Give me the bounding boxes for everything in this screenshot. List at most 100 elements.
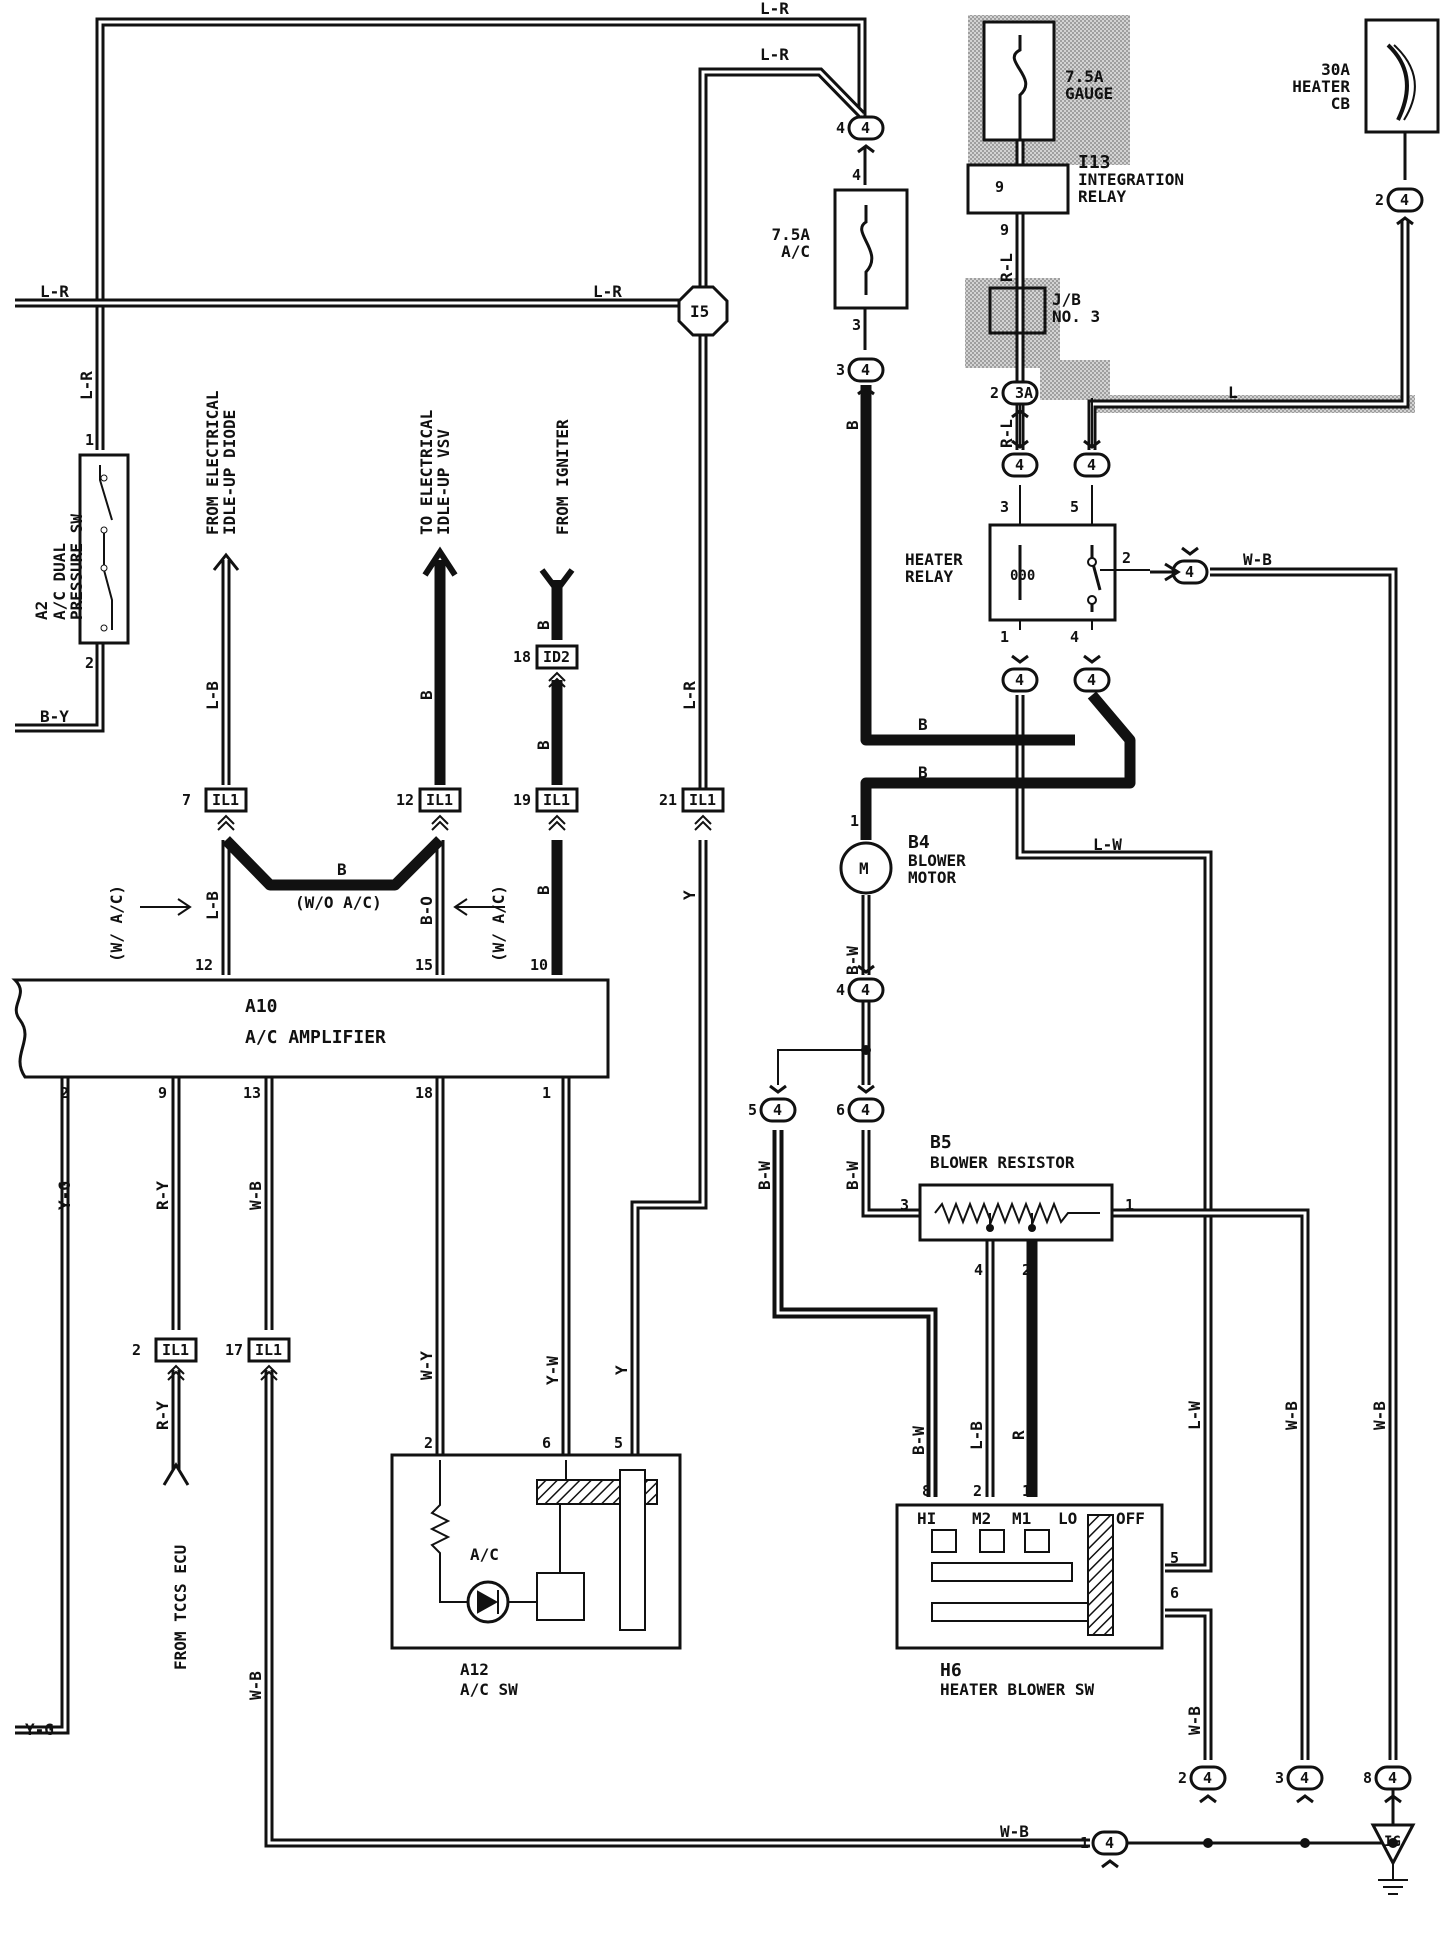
wire-bw-hi: [772, 1130, 938, 1497]
wire-code-b-wo: B: [337, 860, 347, 879]
pin-ac-fuse-3: 3: [852, 316, 861, 334]
diode-label: A/C: [470, 1545, 499, 1564]
wire-code-wb-relay-v: W-B: [1370, 1401, 1389, 1430]
wire-code-bw-5: B-W: [755, 1161, 774, 1190]
pin-hr-5: 5: [1070, 498, 1079, 516]
conn-4-gnd-8-label: 4: [1388, 1769, 1397, 1787]
pin-amp-18: 18: [415, 1084, 433, 1102]
conn-il1-21-chevron-icon: [694, 814, 712, 831]
signal-arrows: [140, 546, 1181, 1486]
conn-il1-12-pin: 12: [396, 791, 414, 809]
blower-resistor-id: B5: [930, 1132, 952, 1153]
conn-4-relay-4: 4: [1073, 654, 1111, 693]
wire-code-lr-h: L-R: [40, 282, 69, 301]
conn-il1-12-chevron-icon: [431, 814, 449, 831]
pin-a12-6: 6: [542, 1434, 551, 1452]
wire-code-lb-sw: L-B: [967, 1421, 986, 1450]
conn-4-bw-6-chevron-icon: [857, 1084, 875, 1094]
dual-pressure-switch-label: A/C DUALPRESSURE SW: [50, 514, 86, 620]
conn-4-gnd-8-chevron-icon: [1384, 1794, 1402, 1804]
conn-4-gnd-1: 41: [1080, 1830, 1129, 1869]
wire-code-lb: L-B: [203, 681, 222, 710]
conn-3a-chevron-icon: [1011, 409, 1029, 419]
wire-code-b-ig3: B: [534, 885, 553, 895]
pin-amp-1: 1: [542, 1084, 551, 1102]
wire-bw-resistor: [861, 1130, 920, 1218]
wire-code-b-h2: B: [918, 763, 928, 782]
conn-id2-chevron-icon: [548, 671, 566, 688]
wire-y: [630, 840, 708, 1455]
conn-4-heater-cb-chevron-icon: [1396, 216, 1414, 226]
wire-code-b-ig: B: [534, 620, 553, 630]
blower-motor-id: B4: [908, 832, 930, 853]
conn-4-bw-5-chevron-icon: [769, 1084, 787, 1094]
wire-wb-resistor: [1112, 1208, 1310, 1760]
conn-4-bw-6: 46: [836, 1084, 885, 1123]
conn-4-relay-2-chevron-icon: [1181, 546, 1199, 556]
wire-code-wb-relay: W-B: [1243, 550, 1272, 569]
wire-lr-top: [95, 17, 867, 450]
heater-blower-switch-label: HEATER BLOWER SW: [940, 1680, 1094, 1699]
conn-il1-21: IL1 21: [659, 787, 725, 831]
junction-i5-label: I5: [690, 302, 709, 321]
conn-4-bw-6-label: 4: [861, 1101, 870, 1119]
conn-4-relay-4-chevron-icon: [1083, 654, 1101, 664]
wire-wb-sw: [1165, 1608, 1213, 1760]
ground-symbol: IG: [861, 1045, 1416, 1895]
conn-il1-2-chevron-icon: [167, 1364, 185, 1381]
conn-4-motor: 44: [836, 964, 885, 1003]
conn-4-gnd-1-chevron-icon: [1101, 1859, 1119, 1869]
conn-il1-17-chevron-icon: [260, 1364, 278, 1381]
pin-sw-1: 1: [1022, 1482, 1031, 1500]
junction-i5: I5: [677, 285, 729, 337]
conn-4-ac-bot: 43: [836, 357, 885, 396]
ac-switch-id: A12: [460, 1660, 489, 1679]
relay-coil-icon: 000: [1010, 568, 1035, 584]
wire-code-lw-v: L-W: [1185, 1401, 1204, 1430]
wire-code-bw-sw: B-W: [909, 1426, 928, 1455]
pin-amp-15: 15: [415, 956, 433, 974]
wire-b-wo-ac: [222, 836, 444, 891]
conn-il1-2-pin: 2: [132, 1341, 141, 1359]
pin-hr-4: 4: [1070, 628, 1079, 646]
pin-motor-1: 1: [850, 812, 859, 830]
wire-code-b-main: B: [843, 420, 862, 430]
conn-il1-21-label: IL1: [689, 791, 716, 809]
conn-il1-19-label: IL1: [543, 791, 570, 809]
wire-code-lw: L-W: [1093, 835, 1122, 854]
pin-hr-2: 2: [1122, 549, 1131, 567]
conn-il1-7-pin: 7: [182, 791, 191, 809]
sw-pos-off: OFF: [1116, 1509, 1145, 1528]
wire-code-wb-gnd-h: W-B: [1000, 1822, 1029, 1841]
pin-br-4: 4: [974, 1261, 983, 1279]
conn-4-bw-5: 45: [748, 1084, 797, 1123]
conn-4-heater-cb-label: 4: [1400, 191, 1409, 209]
pin-amp-2: 2: [60, 1084, 69, 1102]
conn-4-relay-5-chevron-icon: [1083, 439, 1101, 449]
wire-wb-relay: [1210, 567, 1398, 1760]
wire-code-wb-sw6: W-B: [1185, 1706, 1204, 1735]
conn-4-heater-cb: 42: [1375, 187, 1424, 226]
conn-il1-21-pin: 21: [659, 791, 677, 809]
pin-a2-2: 2: [85, 654, 94, 672]
pin-hr-3: 3: [1000, 498, 1009, 516]
idle-diode-arrow-icon: [212, 552, 240, 571]
conn-4-gnd-2: 42: [1178, 1765, 1227, 1804]
conn-4-gnd-3: 43: [1275, 1765, 1324, 1804]
conn-4-bw-5-label: 4: [773, 1101, 782, 1119]
wire-yg: [15, 1078, 70, 1735]
ac-amplifier: A10 A/C AMPLIFIER: [11, 978, 610, 1079]
pin-br-2: 2: [1022, 1261, 1031, 1279]
wire-code-by: B-Y: [40, 707, 69, 726]
wire-group-double: [15, 17, 1410, 1848]
conn-4-motor-chevron-icon: [857, 964, 875, 974]
conn-il1-12-label: IL1: [426, 791, 453, 809]
